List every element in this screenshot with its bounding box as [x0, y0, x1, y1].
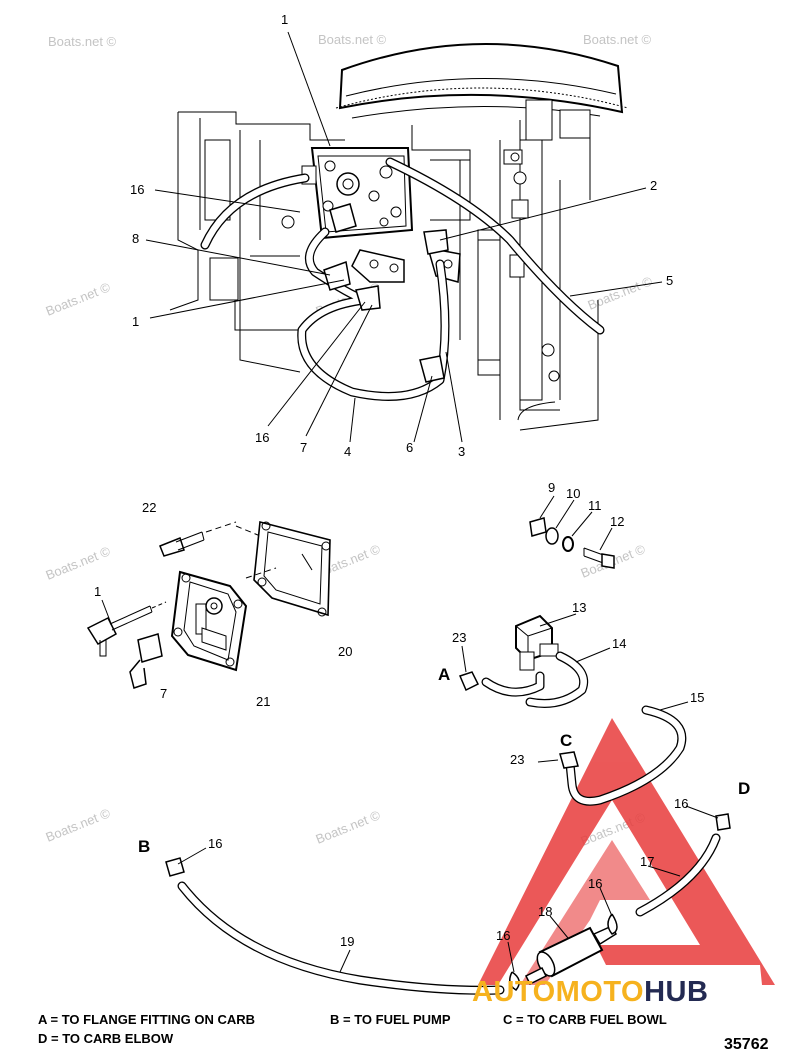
brand-wordmark: AUTOMOTOHUB — [472, 976, 708, 1009]
callout-label: 12 — [610, 514, 624, 529]
pump-cover-21 — [170, 570, 248, 672]
pump-cover-exploded — [86, 520, 331, 689]
callout-label: 16 — [588, 876, 602, 891]
callout-label: 15 — [690, 690, 704, 705]
clamp-16-filter-in — [509, 971, 520, 991]
callout-label: 10 — [566, 486, 580, 501]
hose-a — [481, 671, 545, 697]
callout-label: 22 — [142, 500, 156, 515]
watermark: Boats.net © — [44, 279, 113, 319]
callout-label: 4 — [344, 444, 351, 459]
callout-label: 21 — [256, 694, 270, 709]
nut-9 — [529, 517, 547, 537]
legend-d: D = TO CARB ELBOW — [38, 1031, 174, 1046]
fuel-line-5 — [385, 157, 605, 335]
callout-label: 6 — [406, 440, 413, 455]
hose-17 — [635, 833, 721, 917]
callout-label: 13 — [572, 600, 586, 615]
figure-number: 35762 — [724, 1036, 769, 1053]
callout-label: 8 — [132, 231, 139, 246]
callout-label: 23 — [510, 752, 524, 767]
callout-label: 7 — [300, 440, 307, 455]
callout-label: 7 — [160, 686, 167, 701]
port-letter-a: A — [438, 665, 450, 684]
callout-label: 18 — [538, 904, 552, 919]
callout-label: 9 — [548, 480, 555, 495]
callout-label: 23 — [452, 630, 466, 645]
elbow-fitting-7 — [129, 633, 163, 689]
engine-assembly-view — [169, 42, 629, 431]
callout-label: 16 — [674, 796, 688, 811]
callout-label: 3 — [458, 444, 465, 459]
hose-19 — [177, 881, 505, 995]
watermark: Boats.net © — [586, 273, 655, 313]
clamp-16-filter-out — [607, 913, 618, 935]
watermark: Boats.net © — [44, 805, 113, 845]
clamp-23-c — [559, 751, 579, 769]
callout-label: 16 — [130, 182, 144, 197]
callout-label: 19 — [340, 934, 354, 949]
callout-label: 16 — [255, 430, 269, 445]
callout-labels: 1 2 16 8 5 1 16 7 4 6 3 22 9 10 11 12 1 … — [94, 12, 704, 949]
enrichener-assembly — [458, 614, 687, 806]
watermark: Boats.net © — [48, 34, 117, 49]
port-letter-b: B — [138, 837, 150, 856]
linkage-bracket — [477, 139, 560, 401]
callout-label: 1 — [132, 314, 139, 329]
clamp-23-a — [458, 671, 480, 692]
lockwasher-11 — [562, 536, 574, 552]
callout-label: 14 — [612, 636, 626, 651]
callout-label: 16 — [496, 928, 510, 943]
callout-label: 16 — [208, 836, 222, 851]
screw-12 — [583, 547, 615, 569]
callout-label: 11 — [588, 498, 602, 513]
legend-c: C = TO CARB FUEL BOWL — [503, 1012, 667, 1027]
leader-lines-middle-left — [101, 553, 313, 627]
fuel-filter-assembly — [165, 813, 731, 995]
watermark: Boats.net © — [583, 32, 652, 47]
clamp-16-d — [715, 813, 731, 831]
watermark: Boats.net © — [44, 543, 113, 583]
port-letter-d: D — [738, 779, 750, 798]
port-letters: A C B D — [138, 665, 750, 856]
legend-b: B = TO FUEL PUMP — [330, 1012, 451, 1027]
hose-15 — [565, 705, 687, 806]
callout-label: 17 — [640, 854, 654, 869]
clamp-16-b — [165, 857, 185, 877]
fuel-line-upper — [200, 173, 310, 250]
bolt-22 — [159, 531, 205, 557]
legend-a: A = TO FLANGE FITTING ON CARB — [38, 1012, 256, 1027]
enrichener-valve-13 — [515, 614, 559, 671]
brand-wordmark-part-b: HUB — [644, 976, 709, 1008]
washer-10 — [545, 527, 559, 545]
leader-lines-middle-right — [461, 613, 689, 763]
gasket-20 — [253, 520, 331, 617]
callout-label: 2 — [650, 178, 657, 193]
hardware-set — [529, 495, 615, 569]
callout-label: 20 — [338, 644, 352, 659]
callout-label: 5 — [666, 273, 673, 288]
hose-14 — [525, 651, 589, 708]
leader-lines-bottom — [177, 805, 719, 973]
flywheel — [335, 42, 629, 141]
callout-label: 1 — [281, 12, 288, 27]
leader-lines-top — [145, 31, 663, 443]
watermark: Boats.net © — [318, 32, 387, 47]
port-letter-c: C — [560, 731, 572, 750]
elbow-fitting-1 — [86, 605, 153, 657]
callout-label: 1 — [94, 584, 101, 599]
watermark: Boats.net © — [314, 807, 383, 847]
brand-wordmark-part-a: AUTOMOTO — [472, 976, 645, 1008]
